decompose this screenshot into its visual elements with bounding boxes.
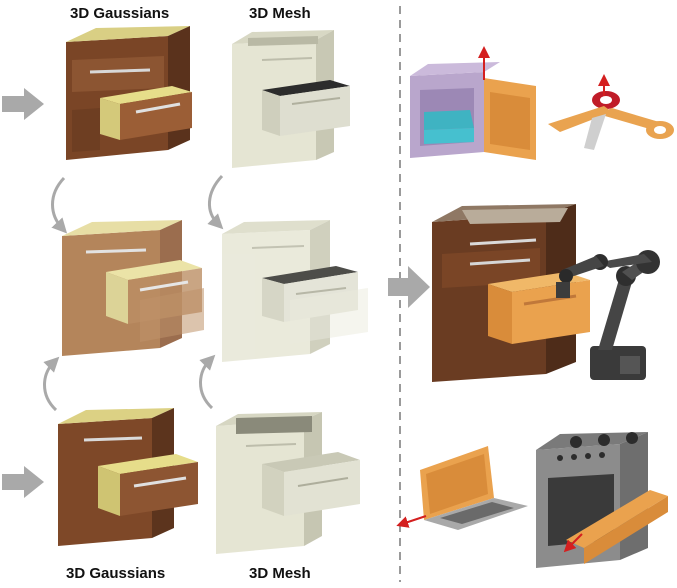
mesh-cabinet-middle <box>222 220 368 362</box>
curved-arrow-right-up <box>201 360 213 408</box>
curved-arrow-right-down <box>209 176 222 224</box>
input-arrow-bottom <box>2 466 44 498</box>
curved-arrow-left-down <box>53 178 65 228</box>
output-arrow <box>388 266 430 308</box>
fridge-object <box>410 52 536 160</box>
input-arrow-top <box>2 88 44 120</box>
laptop-object <box>402 446 528 530</box>
curved-arrow-left-up <box>45 362 57 410</box>
label-3d-gaussians-bottom: 3D Gaussians <box>66 565 165 582</box>
gaussian-cabinet-bottom <box>58 408 198 546</box>
gaussian-cabinet-middle <box>62 220 204 356</box>
mesh-cabinet-bottom <box>216 412 360 554</box>
oven-object <box>536 432 668 568</box>
gaussian-cabinet-top <box>66 26 192 160</box>
scissors-object <box>548 80 674 150</box>
robot-cabinet-scene <box>432 204 660 382</box>
mesh-cabinet-top <box>232 30 350 168</box>
label-3d-mesh-bottom: 3D Mesh <box>249 565 311 582</box>
label-3d-mesh-top: 3D Mesh <box>249 5 311 22</box>
label-3d-gaussians-top: 3D Gaussians <box>70 5 169 22</box>
